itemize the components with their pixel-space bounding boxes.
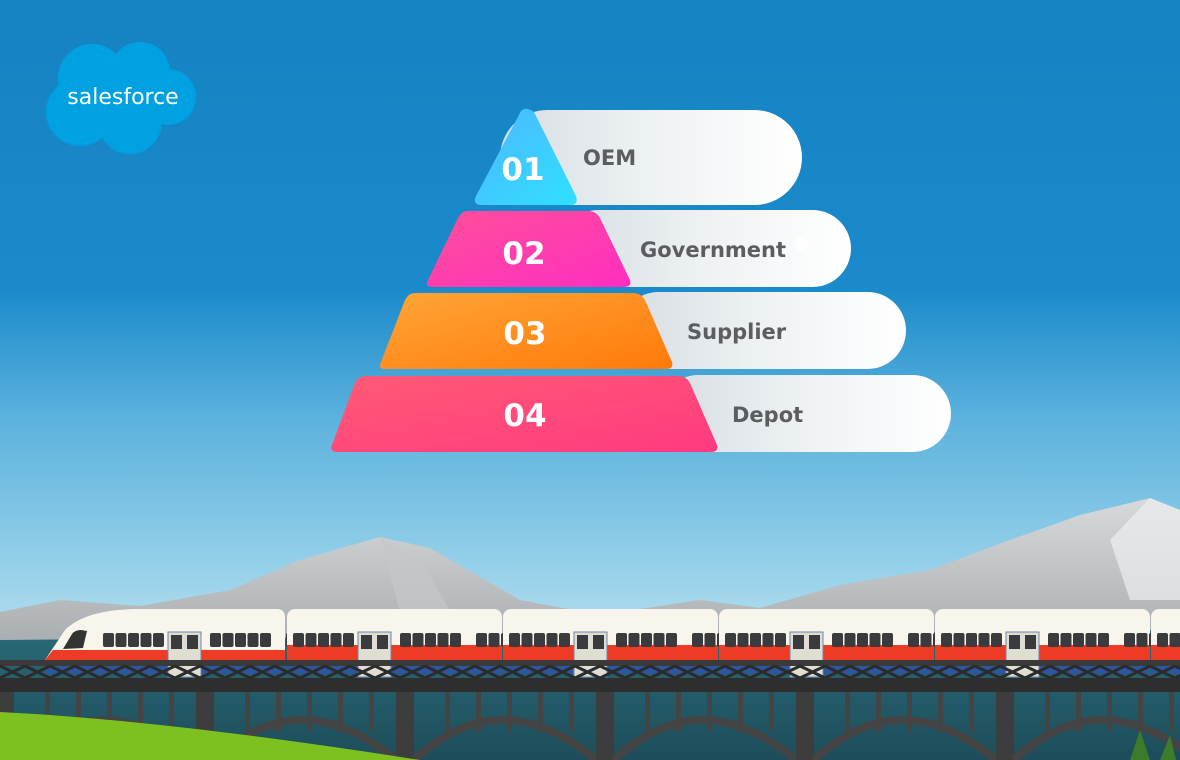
pyramid-tier-3: 03 Supplier — [379, 292, 906, 369]
tier-number: 04 — [503, 398, 546, 434]
tier-shape — [426, 211, 631, 287]
train-windshield — [63, 630, 87, 649]
tier-label: OEM — [583, 146, 636, 170]
logo-text: salesforce — [67, 85, 178, 110]
tier-shape — [331, 376, 718, 452]
train — [45, 609, 1180, 678]
train-car — [935, 609, 1180, 678]
pyramid-tier-2: 02 Government — [426, 210, 851, 287]
grass-hill — [0, 712, 420, 760]
tier-label: Government — [640, 238, 786, 262]
tier-number: 02 — [502, 236, 545, 272]
pyramid: 01 OEM 02 Government 03 Supplier 04 Depot — [331, 108, 951, 452]
tier-label-pill — [500, 110, 802, 205]
grass-blades — [1130, 730, 1176, 760]
tier-label-pill — [660, 375, 951, 452]
tier-label-pill — [560, 210, 851, 287]
tier-label: Supplier — [687, 320, 787, 344]
tier-number: 01 — [501, 152, 544, 188]
tier-shape — [474, 108, 577, 205]
tier-label-pill — [620, 292, 906, 369]
salesforce-logo: salesforce — [46, 42, 196, 154]
train-car — [719, 609, 982, 678]
pyramid-tier-4: 04 Depot — [331, 375, 951, 452]
train-car — [1151, 609, 1180, 674]
location-pin-icon — [794, 237, 808, 251]
tier-shape — [379, 293, 673, 369]
bridge — [0, 660, 1180, 760]
pyramid-tier-1: 01 OEM — [474, 108, 802, 205]
tier-label: Depot — [732, 403, 803, 427]
tier-number: 03 — [503, 316, 546, 352]
